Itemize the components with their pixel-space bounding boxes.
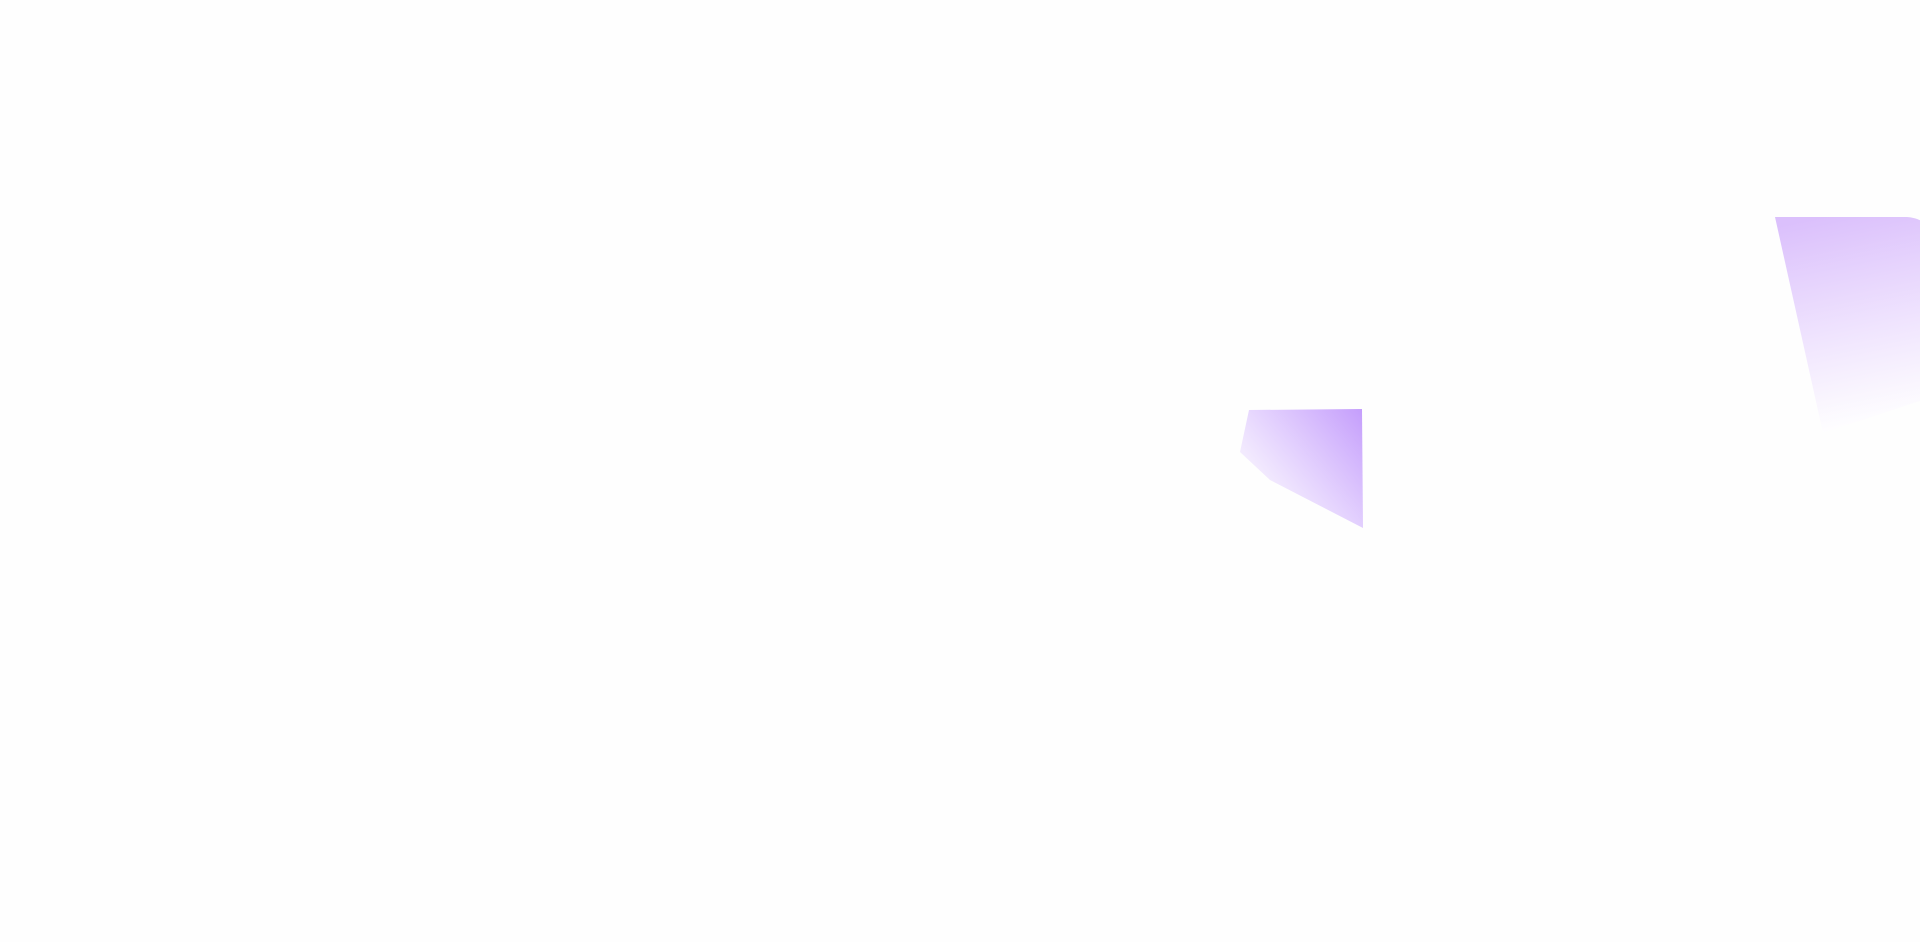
- gradient-shape-small: [1240, 409, 1363, 528]
- gradient-shape-large: [1775, 217, 1920, 433]
